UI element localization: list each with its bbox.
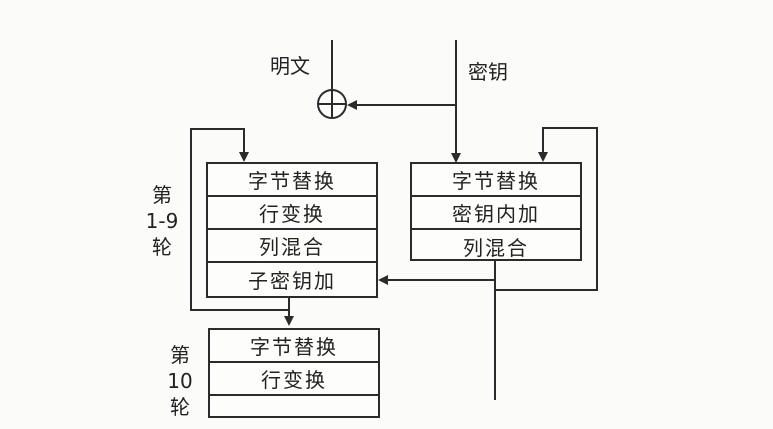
sub-bytes-cell: 字节替换 [208, 164, 376, 197]
r10-sub-bytes-cell: 字节替换 [210, 330, 378, 363]
right-loop-side [596, 127, 598, 291]
left-loop-down [243, 128, 245, 153]
round-1-9-label: 第 1-9 轮 [142, 182, 182, 260]
left-loop-arrow [239, 152, 249, 162]
r10-shift-rows-cell: 行变换 [210, 363, 378, 396]
right-loop-bottom [496, 289, 598, 291]
round-1-9-label-line2: 1-9 [145, 209, 179, 233]
key-to-xor-wire [356, 104, 456, 106]
round-block-1-9: 字节替换 行变换 列混合 子密钥加 [206, 162, 378, 298]
right-loop-top [542, 127, 598, 129]
round10-arrow [284, 316, 294, 326]
shift-rows-cell: 行变换 [208, 197, 376, 230]
round-10-label-line2: 10 [167, 369, 193, 393]
round-1-9-label-line1: 第 [152, 183, 172, 207]
round-1-9-label-line3: 轮 [152, 235, 172, 259]
round-10-label: 第 10 轮 [160, 342, 200, 420]
subkey-wire [388, 279, 496, 281]
round-10-label-line1: 第 [170, 343, 190, 367]
plaintext-label: 明文 [270, 54, 310, 78]
right-loop-down [542, 127, 544, 154]
key-inner-add-cell: 密钥内加 [412, 197, 580, 230]
key-mix-columns-cell: 列混合 [463, 236, 529, 260]
left-loop-side [190, 128, 192, 311]
key-arrow [451, 153, 461, 163]
xor-icon [317, 89, 347, 119]
plaintext-wire [331, 40, 333, 90]
add-round-key-cell: 子密钥加 [248, 269, 336, 293]
left-to-round10-wire [288, 296, 290, 318]
mix-columns-cell: 列混合 [208, 230, 376, 263]
r10-next-cell [210, 396, 378, 429]
left-loop-bottom [190, 309, 290, 311]
key-block-down-wire [494, 260, 496, 400]
right-loop-arrow [538, 152, 548, 162]
left-loop-top [190, 128, 245, 130]
key-wire-vertical [455, 40, 457, 155]
round-block-10: 字节替换 行变换 [208, 328, 380, 418]
subkey-arrow [378, 275, 388, 285]
key-to-xor-arrow [347, 100, 357, 110]
key-sub-bytes-cell: 字节替换 [412, 164, 580, 197]
round-10-label-line3: 轮 [170, 395, 190, 419]
key-schedule-block: 字节替换 密钥内加 列混合 [410, 162, 582, 261]
key-label: 密钥 [468, 60, 508, 84]
